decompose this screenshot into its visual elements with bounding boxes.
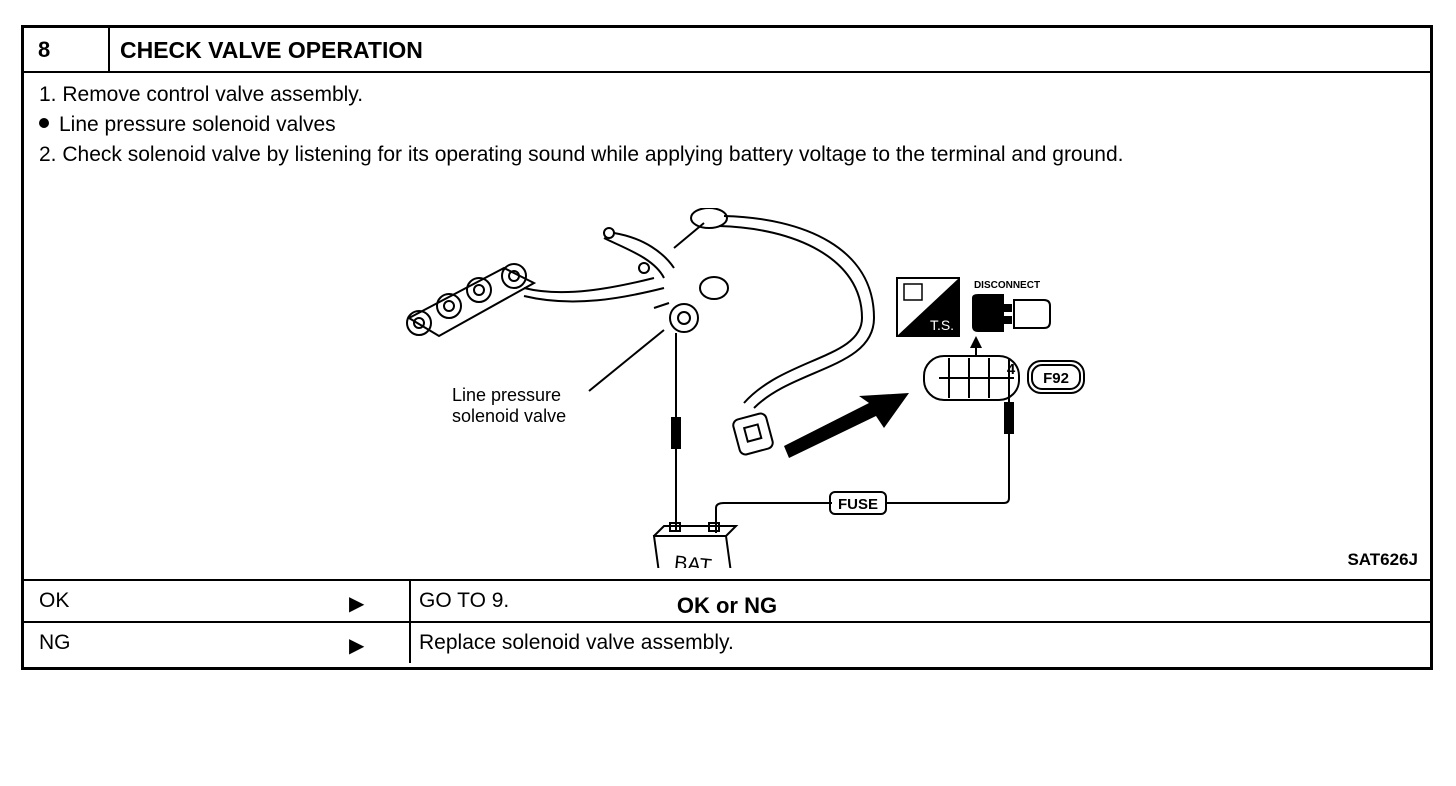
arrow-right-icon: ▶: [349, 635, 365, 657]
disconnect-label: DISCONNECT: [974, 280, 1040, 291]
column-divider: [409, 581, 411, 621]
battery-label: BAT: [673, 552, 713, 568]
result-action: Replace solenoid valve assembly.: [419, 631, 734, 654]
procedure-body: 1. Remove control valve assembly. Line p…: [24, 73, 1430, 618]
inspection-table: 8 CHECK VALVE OPERATION 1. Remove contro…: [21, 25, 1433, 670]
bullet-text: Line pressure solenoid valves: [59, 113, 336, 136]
step-title: CHECK VALVE OPERATION: [120, 37, 423, 63]
step-1-text: 1. Remove control valve assembly.: [39, 83, 364, 106]
callout-line-2: solenoid valve: [452, 406, 566, 426]
bullet-icon: [39, 118, 49, 129]
table-header: 8 CHECK VALVE OPERATION: [24, 28, 1430, 73]
solenoid-test-diagram: T.S. DISCONNECT Line pressure solenoid v…: [406, 208, 1085, 568]
result-action: GO TO 9.: [419, 589, 510, 612]
column-divider: [409, 623, 411, 663]
connector-id: F92: [1043, 370, 1069, 387]
result-label: NG: [39, 631, 71, 654]
result-label: OK: [39, 589, 70, 612]
ok-or-ng-question: OK or NG: [676, 593, 778, 618]
disconnect-icon: DISCONNECT: [972, 280, 1051, 332]
fuse-label: FUSE: [838, 496, 878, 513]
direction-arrow-icon: [784, 393, 909, 458]
step-number: 8: [24, 28, 110, 71]
figure-id: SAT626J: [1347, 550, 1418, 569]
result-row-ok: OK ▶ GO TO 9.: [24, 579, 1430, 621]
bullet-item: Line pressure solenoid valves: [39, 113, 336, 137]
callout-line-1: Line pressure: [452, 385, 561, 405]
result-row-ng: NG ▶ Replace solenoid valve assembly.: [24, 621, 1430, 663]
arrow-right-icon: ▶: [349, 593, 365, 615]
step-2-text: 2. Check solenoid valve by listening for…: [39, 143, 1124, 166]
ts-label: T.S.: [930, 317, 954, 333]
terminal-number: 4: [1007, 361, 1016, 378]
test-symbol-icon: T.S.: [896, 277, 960, 337]
